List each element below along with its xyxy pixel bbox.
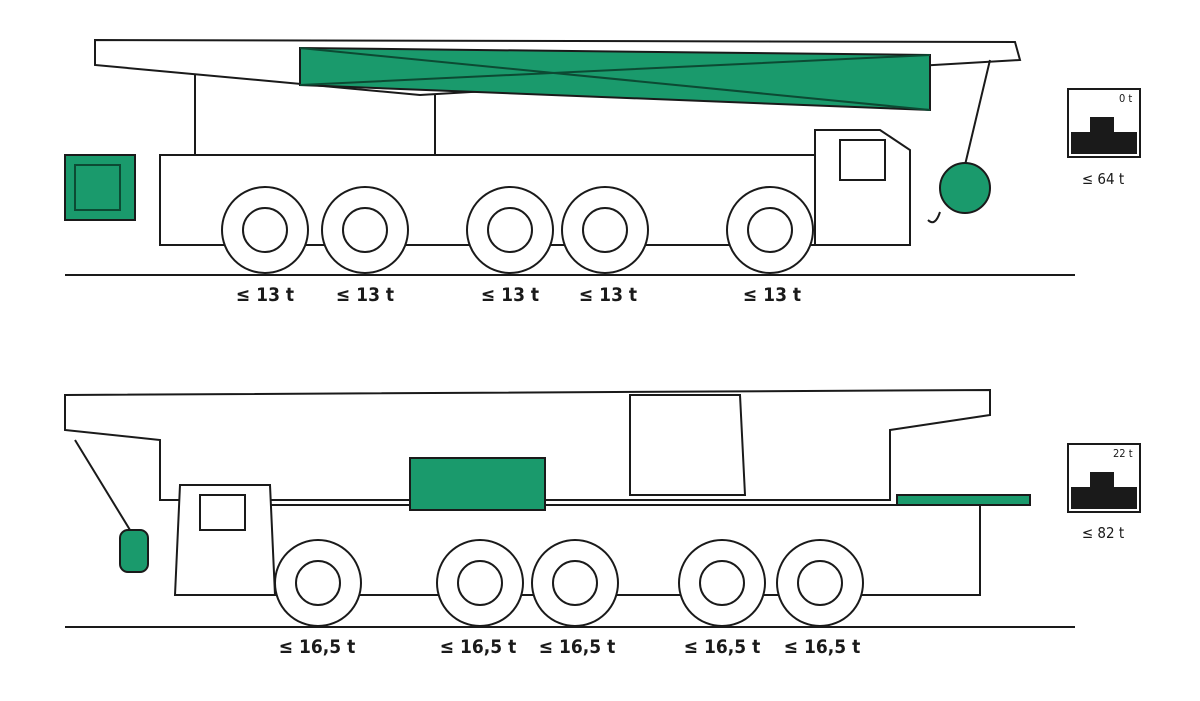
hook-rope (964, 59, 991, 166)
bottom-crane (64, 388, 1075, 628)
cab-window (839, 139, 886, 181)
wheels-top (221, 186, 814, 274)
axle-load-label: ≤ 16,5 t (278, 636, 356, 658)
wheels-bottom (274, 539, 864, 627)
hook-block (119, 529, 149, 573)
axle-load-label: ≤ 16,5 t (538, 636, 616, 658)
axle-load-label: ≤ 13 t (335, 284, 395, 306)
axle-load-label: ≤ 13 t (578, 284, 638, 306)
axle-load-label: ≤ 13 t (480, 284, 540, 306)
total-weight-label: ≤ 64 t (1081, 170, 1125, 188)
hook-rope (74, 439, 131, 531)
counterweight-value: 0 t (1119, 92, 1133, 105)
driver-cab (173, 484, 277, 596)
chassis (269, 504, 981, 596)
boom (64, 388, 991, 501)
axle-load-label: ≤ 16,5 t (683, 636, 761, 658)
axle-load-label: ≤ 13 t (742, 284, 802, 306)
counterweight-block (409, 457, 546, 511)
driver-cab (814, 129, 911, 246)
total-weight-label: ≤ 82 t (1081, 524, 1125, 542)
cab-window (199, 494, 246, 531)
hook-icon (927, 211, 941, 224)
counterweight-value: 22 t (1113, 447, 1133, 460)
top-crane (64, 38, 1075, 276)
crane-cab (629, 394, 747, 496)
axle-load-label: ≤ 13 t (235, 284, 295, 306)
hook-block (939, 162, 991, 214)
counterweight-icon (1067, 88, 1141, 158)
counterweight-icon (1067, 443, 1141, 513)
outrigger-pad (896, 494, 1031, 506)
axle-load-label: ≤ 16,5 t (439, 636, 517, 658)
axle-load-label: ≤ 16,5 t (783, 636, 861, 658)
